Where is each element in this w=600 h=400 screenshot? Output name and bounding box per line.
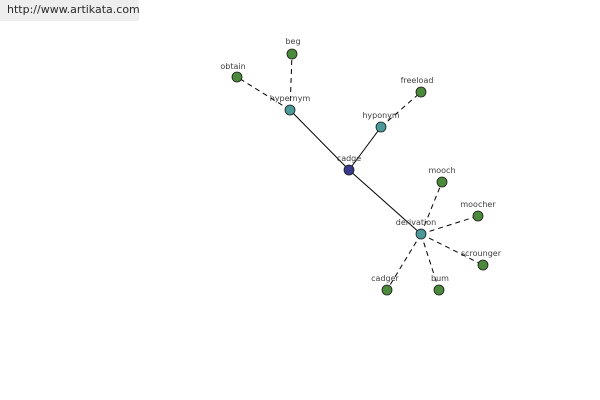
node-mooch[interactable] xyxy=(436,176,448,188)
edge-derivation-bum xyxy=(420,233,440,291)
edge-cadge-derivation xyxy=(348,169,422,235)
node-bum[interactable] xyxy=(433,284,445,296)
node-label-moocher: moocher xyxy=(460,200,496,209)
node-freeload[interactable] xyxy=(415,86,427,98)
node-label-cadge: cadge xyxy=(337,154,361,163)
edge-hyponym-freeload xyxy=(380,91,422,128)
source-banner: http://www.artikata.com xyxy=(0,0,140,21)
source-url-text: http://www.artikata.com xyxy=(7,3,140,16)
node-derivation[interactable] xyxy=(415,228,427,240)
node-label-freeload: freeload xyxy=(401,76,434,85)
node-obtain[interactable] xyxy=(231,71,243,83)
node-moocher[interactable] xyxy=(472,210,484,222)
node-scrounger[interactable] xyxy=(477,259,489,271)
edge-derivation-moocher xyxy=(420,215,479,235)
node-label-hypernym: hypernym xyxy=(270,94,311,103)
edge-derivation-mooch xyxy=(420,181,443,235)
node-label-bum: bum xyxy=(431,274,449,283)
node-hypernym[interactable] xyxy=(284,104,296,116)
labels-layer: cadge hypernym hyponym derivation beg obtain f… xyxy=(220,37,501,283)
edge-hypernym-beg xyxy=(289,53,293,111)
node-cadger[interactable] xyxy=(381,284,393,296)
edges-layer xyxy=(236,53,484,291)
node-label-beg: beg xyxy=(285,37,300,46)
node-label-mooch: mooch xyxy=(428,166,455,175)
node-label-cadger: cadger xyxy=(371,274,399,283)
edge-derivation-cadger xyxy=(386,233,422,291)
node-beg[interactable] xyxy=(286,48,298,60)
nodes-layer xyxy=(231,48,489,296)
node-label-scrounger: scrounger xyxy=(461,249,502,258)
node-label-obtain: obtain xyxy=(220,62,245,71)
node-label-hyponym: hyponym xyxy=(362,111,400,120)
edge-cadge-hypernym xyxy=(289,109,350,171)
edge-hypernym-obtain xyxy=(236,76,291,111)
node-hyponym[interactable] xyxy=(375,121,387,133)
edge-cadge-hyponym xyxy=(348,126,382,171)
node-cadge[interactable] xyxy=(343,164,355,176)
node-label-derivation: derivation xyxy=(396,218,436,227)
edge-derivation-scrounger xyxy=(420,233,484,266)
